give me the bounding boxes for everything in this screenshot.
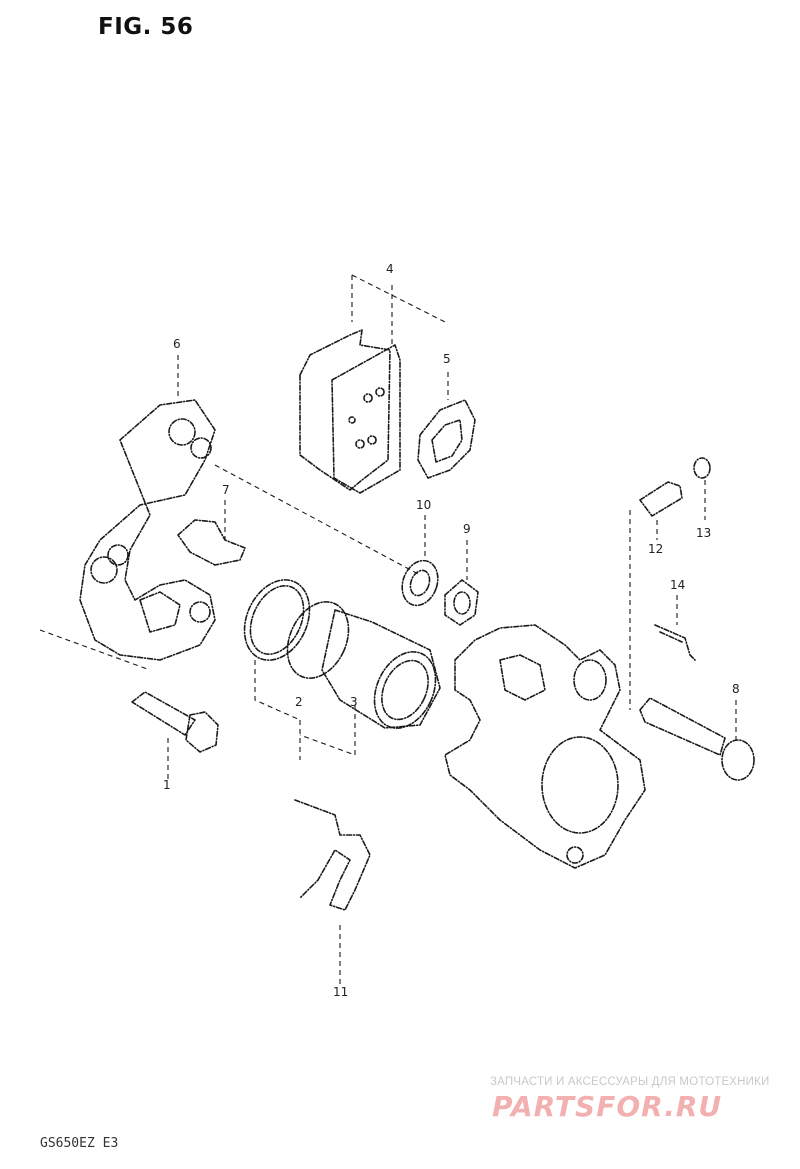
bleeder-14 [654,624,696,661]
callout-6: 6 [173,337,181,351]
pad-pin-11 [294,799,371,911]
callout-3: 3 [350,695,358,709]
callout-8: 8 [732,682,740,696]
brake-pad-set [299,329,401,494]
leader-lines [39,274,737,985]
cap-13 [693,457,711,479]
boot-9 [444,579,479,626]
callout-11: 11 [333,985,349,999]
figure-title: FIG. 56 [98,14,194,40]
callout-1: 1 [163,778,171,792]
callout-2: 2 [295,695,303,709]
bushing-10 [401,559,439,607]
callout-9: 9 [463,522,471,536]
piston-seal [243,579,350,679]
model-code: GS650EZ E3 [40,1136,119,1151]
callout-10: 10 [416,498,432,512]
callout-5: 5 [443,352,451,366]
watermark-logo: PARTSFOR.RU [492,1090,723,1123]
callout-7: 7 [222,483,230,497]
piston [321,609,441,729]
callout-14: 14 [670,578,686,592]
callout-12: 12 [648,542,664,556]
caliper-body [444,624,646,869]
caliper-bracket [79,399,216,661]
watermark-tagline: ЗАПЧАСТИ И АКСЕССУАРЫ ДЛЯ МОТОТЕХНИКИ [490,1076,770,1088]
pad-shim [417,399,476,479]
bolt-1 [131,691,219,753]
pin-bolt-12 [639,481,683,517]
bolt-8 [639,697,755,781]
callout-13: 13 [696,526,712,540]
pad-spring [177,519,246,566]
callout-4: 4 [386,262,394,276]
